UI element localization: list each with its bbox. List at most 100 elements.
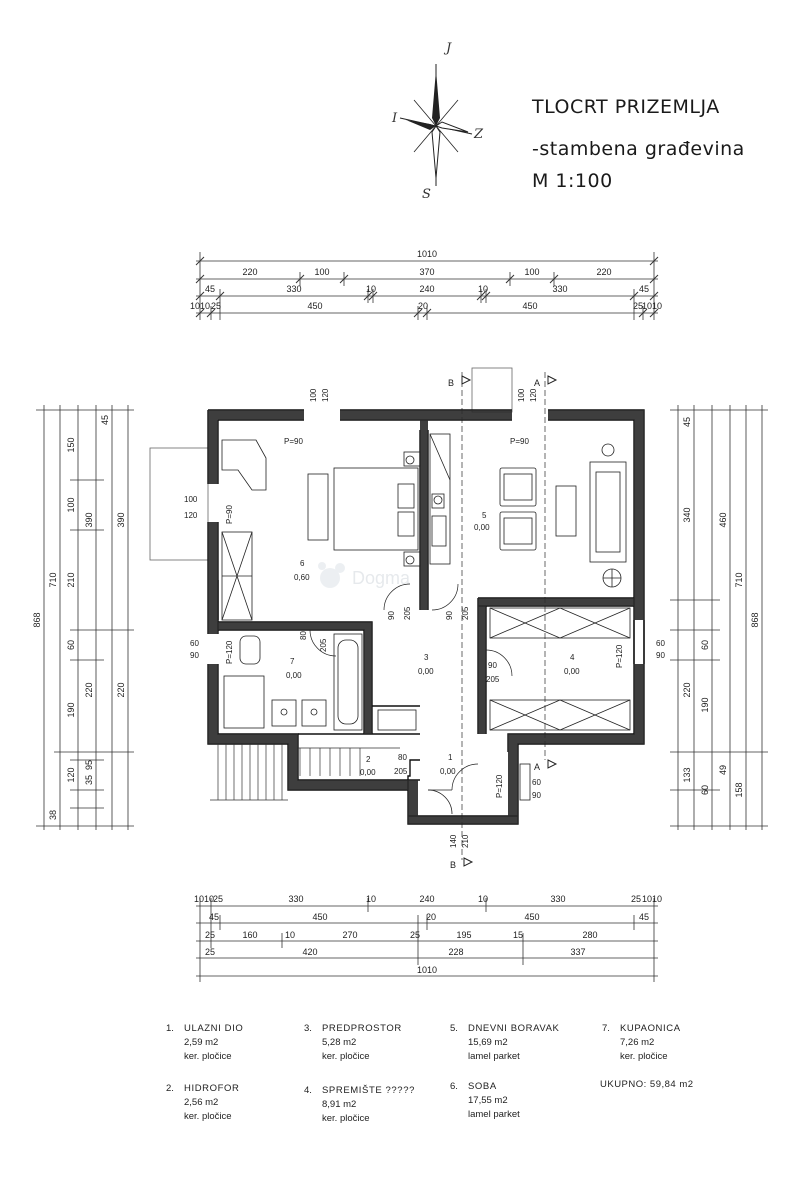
- dim-text: 280: [582, 930, 597, 940]
- legend-room-area: 5,28 m2: [322, 1037, 357, 1048]
- room-2-number: 2: [366, 755, 371, 764]
- dim-text: 450: [312, 912, 327, 922]
- compass-west-label: I: [391, 111, 398, 126]
- opening-text: P=120: [225, 640, 234, 664]
- dim-text: 95: [84, 760, 94, 770]
- dim-text: 460: [718, 512, 728, 527]
- room-labels: 1 0,00 2 0,00 3 0,00 4 0,00 5 0,00 6 0,6…: [286, 511, 580, 777]
- legend-room-finish: ker. pločice: [184, 1111, 232, 1122]
- room-6-number: 6: [300, 559, 305, 568]
- opening-text: P=90: [225, 505, 234, 524]
- drawing-subtitle: -stambena građevina: [532, 138, 745, 160]
- dim-text: 330: [288, 894, 303, 904]
- section-a-top-label: A: [534, 378, 540, 388]
- right-dimension-lines: [670, 405, 768, 830]
- bed: [333, 467, 419, 551]
- dim-text: 100: [66, 497, 76, 512]
- compass-north-label: J: [443, 41, 452, 56]
- dim-text: 10: [366, 284, 376, 294]
- legend-room-area: 2,56 m2: [184, 1097, 219, 1108]
- dim-text: 25: [205, 930, 215, 940]
- legend-number: 5.: [450, 1023, 458, 1034]
- room-7-level: 0,00: [286, 671, 302, 680]
- bench: [307, 473, 329, 541]
- dim-text: 868: [750, 612, 760, 627]
- opening-text: 205: [486, 675, 500, 684]
- right-dimension-values: 868 710 158 460 340 60 190 220 133 60 45…: [682, 417, 760, 798]
- storage-shelf: [489, 699, 631, 731]
- opening-text: P=120: [495, 774, 504, 798]
- legend-room-name: SOBA: [468, 1081, 497, 1092]
- legend-room-name: KUPAONICA: [620, 1023, 681, 1034]
- legend-room-finish: lamel parket: [468, 1109, 520, 1120]
- opening-text: P=120: [615, 644, 624, 668]
- room-5-number: 5: [482, 511, 487, 520]
- room-2-level: 0,00: [360, 768, 376, 777]
- room-4-level: 0,00: [564, 667, 580, 676]
- dim-text: 220: [242, 267, 257, 277]
- opening-text: 90: [190, 651, 199, 660]
- dim-text: 190: [700, 697, 710, 712]
- section-b-bottom-label: B: [450, 860, 456, 870]
- room-3-level: 0,00: [418, 667, 434, 676]
- left-dimension-lines: [36, 405, 134, 830]
- left-dimension-values: 868 710 150 100 210 60 190 120 38 390 22…: [32, 415, 126, 820]
- dim-text: 133: [682, 767, 692, 782]
- dim-text: 220: [84, 682, 94, 697]
- dim-text: 340: [682, 507, 692, 522]
- room-1-level: 0,00: [440, 767, 456, 776]
- dim-text: 195: [456, 930, 471, 940]
- dim-text: 228: [448, 947, 463, 957]
- dim-text: 15: [513, 930, 523, 940]
- opening-text: 120: [184, 511, 198, 520]
- sofa: [595, 471, 621, 553]
- opening-text: 100: [184, 495, 198, 504]
- opening-text: 120: [529, 388, 538, 402]
- opening-text: 90: [532, 791, 541, 800]
- dim-text: 710: [734, 572, 744, 587]
- legend-room-name: SPREMIŠTE ?????: [322, 1085, 415, 1096]
- dim-text: 25: [211, 301, 221, 311]
- dim-text: 1010: [190, 301, 210, 311]
- dim-text: 45: [205, 284, 215, 294]
- dim-text: 45: [639, 912, 649, 922]
- section-b-top-label: B: [448, 378, 454, 388]
- opening-labels: 100 120 100 120 100 120 60 90 60 90 60 9…: [184, 388, 665, 848]
- section-a-bottom-label: A: [534, 762, 540, 772]
- opening-text: 120: [321, 388, 330, 402]
- legend-room-name: ULAZNI DIO: [184, 1023, 244, 1034]
- legend-room-area: 17,55 m2: [468, 1095, 508, 1106]
- legend-number: 6.: [450, 1081, 458, 1092]
- dim-text: 10: [478, 284, 488, 294]
- exterior-stairs: [210, 744, 400, 801]
- coffee-table: [555, 485, 577, 537]
- dim-text: 390: [116, 512, 126, 527]
- opening-text: P=90: [510, 437, 529, 446]
- legend-room-finish: ker. pločice: [322, 1113, 370, 1124]
- room-5-level: 0,00: [474, 523, 490, 532]
- legend-room-name: DNEVNI BORAVAK: [468, 1023, 560, 1034]
- armchair: [503, 517, 533, 545]
- dim-text: 60: [700, 640, 710, 650]
- dim-text: 220: [682, 682, 692, 697]
- armchair: [503, 473, 533, 501]
- dim-text: 1010: [194, 894, 214, 904]
- armchair: [499, 511, 537, 551]
- watermark-text: Dogma: [352, 568, 411, 588]
- dim-text: 1010: [417, 965, 437, 975]
- bed-pillow: [397, 511, 415, 537]
- legend-number: 4.: [304, 1085, 312, 1096]
- armchair: [499, 467, 537, 507]
- dim-text: 100: [314, 267, 329, 277]
- dim-text: 45: [639, 284, 649, 294]
- bathtub: [333, 633, 363, 731]
- dim-text: 120: [66, 767, 76, 782]
- dim-text: 210: [66, 572, 76, 587]
- dim-text: 450: [524, 912, 539, 922]
- opening-text: 205: [319, 638, 328, 652]
- legend-room-area: 15,69 m2: [468, 1037, 508, 1048]
- opening-text: 60: [656, 639, 665, 648]
- dim-text: 45: [100, 415, 110, 425]
- furniture: [221, 433, 631, 815]
